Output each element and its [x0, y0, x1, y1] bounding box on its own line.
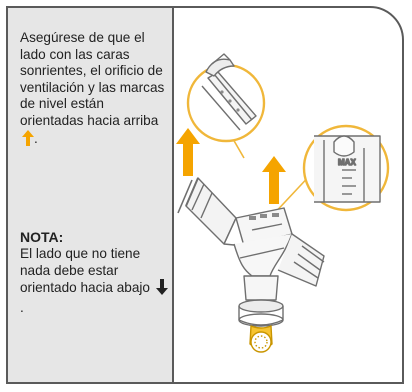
- valve: [249, 325, 273, 353]
- instruction-paragraph: Asegúrese de que el lado con las caras s…: [20, 30, 168, 150]
- note-paragraph: El lado que no tiene nada debe estar ori…: [20, 246, 168, 316]
- product-illustration: MAX: [174, 8, 402, 382]
- instruction-card: Asegúrese de que el lado con las caras s…: [6, 6, 404, 384]
- magnified-view-smiley-faces: [186, 63, 266, 143]
- level-mark-max-label: MAX: [338, 158, 356, 167]
- arrow-down-icon: [155, 279, 168, 300]
- arrow-up-icon: [22, 129, 34, 151]
- funnel-tube: [177, 177, 293, 247]
- magnified-view-level-marks: MAX: [302, 124, 390, 212]
- note-text: El lado que no tiene nada debe estar ori…: [20, 246, 150, 296]
- arrow-up-icon: [262, 156, 286, 204]
- instruction-text: Asegúrese de que el lado con las caras s…: [20, 30, 165, 128]
- magnified-detail-top: [205, 53, 235, 77]
- breast-pump-connector-illustration: MAX: [176, 53, 390, 353]
- note-title: NOTA:: [20, 229, 64, 245]
- bottle-collar: [238, 275, 284, 327]
- arrow-up-icon: [176, 128, 200, 176]
- text-panel: Asegúrese de que el lado con las caras s…: [8, 8, 174, 382]
